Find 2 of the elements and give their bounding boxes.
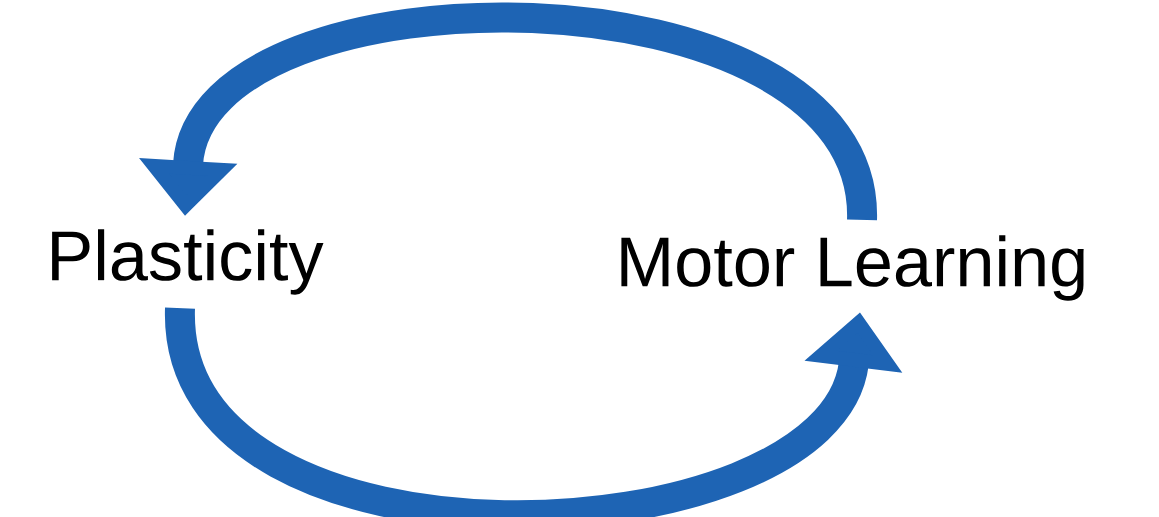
node-label: Plasticity — [52, 229, 324, 295]
node-label: Motor Learning — [621, 235, 1084, 301]
